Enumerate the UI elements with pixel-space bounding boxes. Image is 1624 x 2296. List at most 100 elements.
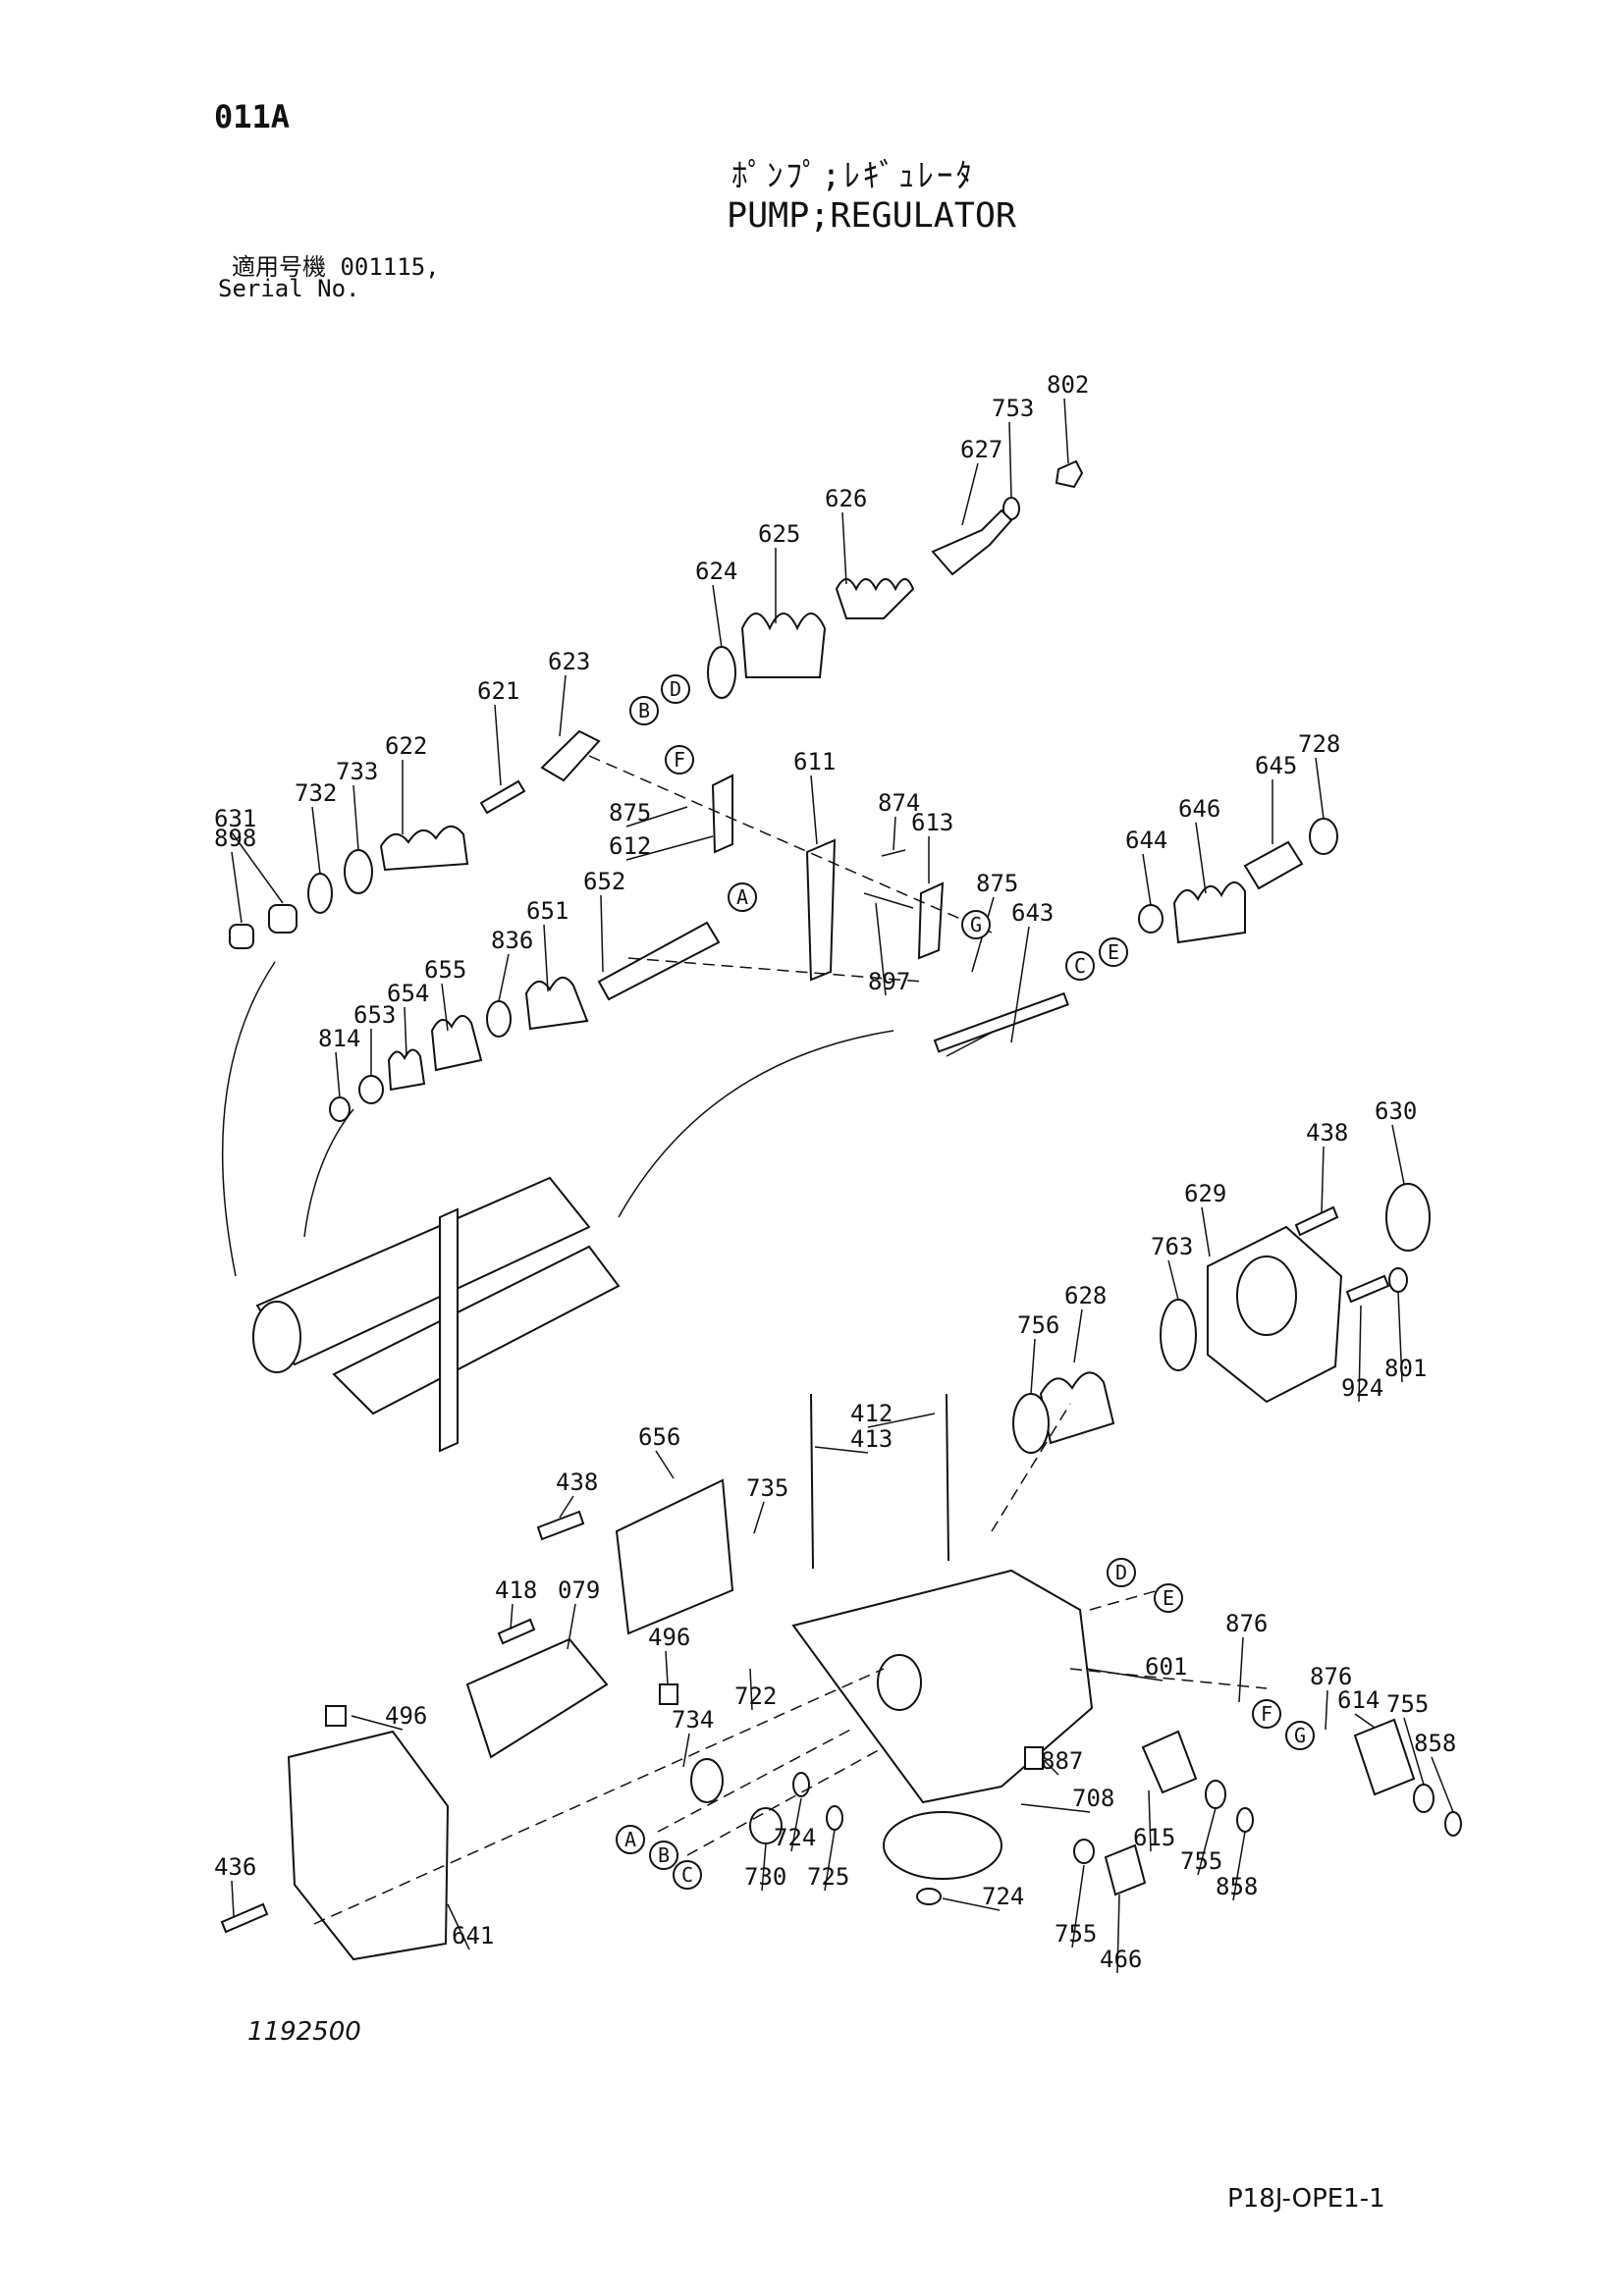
svg-text:G: G: [970, 913, 982, 936]
svg-text:B: B: [638, 699, 650, 722]
leader-line-655: [441, 983, 449, 1032]
nut-802: [1055, 459, 1084, 489]
title-english: PUMP;REGULATOR: [727, 196, 1017, 236]
lever-613: [917, 881, 945, 960]
oring-733: [344, 849, 373, 894]
svg-text:B: B: [658, 1843, 670, 1867]
solenoid-079: [465, 1637, 609, 1759]
leader-line-898: [231, 851, 243, 924]
oring-755-lower: [1073, 1839, 1095, 1864]
body-bore-601: [877, 1654, 922, 1711]
part-label-611: 611: [793, 748, 836, 775]
part-label-656: 656: [638, 1423, 680, 1451]
leader-line-858: [1232, 1831, 1246, 1901]
part-label-708: 708: [1072, 1785, 1114, 1812]
part-label-496: 496: [385, 1702, 427, 1730]
leader-line-641: [447, 1903, 470, 1950]
leader-line-728: [1315, 757, 1325, 820]
part-label-613: 613: [911, 809, 953, 836]
leader-line-615: [1148, 1789, 1152, 1852]
oring-725: [826, 1805, 843, 1831]
leader-line-724: [790, 1797, 802, 1852]
leader-line-626: [841, 511, 847, 585]
oring-708: [883, 1811, 1002, 1880]
part-label-622: 622: [385, 732, 427, 760]
leader-line-734: [682, 1733, 690, 1768]
leader-line-601: [1085, 1668, 1164, 1682]
part-label-724: 724: [982, 1883, 1024, 1910]
oring-755-mid: [1205, 1780, 1226, 1809]
part-label-621: 621: [477, 677, 519, 705]
leader-line-802: [1063, 398, 1069, 464]
part-label-651: 651: [526, 897, 568, 925]
callout-g-1: G: [961, 910, 991, 939]
pin-621: [479, 779, 526, 815]
leader-line-755: [1197, 1807, 1217, 1876]
spring-646: [1172, 881, 1246, 944]
leader-line-611: [810, 774, 818, 845]
plug-898: [229, 924, 254, 949]
part-label-625: 625: [758, 520, 800, 548]
callout-d-1: D: [661, 674, 690, 704]
bolt-418: [497, 1618, 536, 1645]
part-label-615: 615: [1133, 1824, 1175, 1851]
piston-645: [1243, 840, 1304, 890]
leader-line-651: [543, 924, 549, 992]
part-label-466: 466: [1100, 1946, 1142, 1973]
oring-732: [307, 873, 333, 914]
part-label-735: 735: [746, 1474, 788, 1502]
part-label-645: 645: [1255, 752, 1297, 779]
leader-line-627: [961, 462, 979, 526]
leader-line-875: [625, 806, 688, 828]
callout-f-1: F: [665, 745, 694, 774]
leader-line-724: [942, 1897, 1001, 1911]
callout-a-2: A: [616, 1825, 645, 1854]
svg-text:E: E: [1108, 940, 1119, 964]
leader-line-631: [231, 831, 284, 904]
part-label-734: 734: [672, 1706, 714, 1734]
seat-644: [1138, 904, 1164, 934]
part-label-418: 418: [495, 1576, 537, 1604]
oring-728: [1309, 818, 1338, 855]
callout-e-1: E: [1099, 937, 1128, 967]
ring-858-right: [1444, 1811, 1462, 1837]
svg-text:D: D: [670, 677, 681, 701]
svg-text:C: C: [681, 1863, 693, 1887]
leader-line-652: [600, 894, 604, 973]
svg-text:G: G: [1294, 1724, 1306, 1747]
callout-c-2: C: [673, 1860, 702, 1890]
leader-line-755: [1403, 1717, 1425, 1786]
callout-f-2: F: [1252, 1699, 1281, 1729]
part-label-897: 897: [868, 968, 910, 995]
leader-line-924: [1358, 1305, 1362, 1403]
oring-763: [1160, 1299, 1197, 1371]
leader-line-436: [231, 1880, 235, 1917]
piston-623: [540, 729, 601, 782]
rod-643-body: [933, 991, 1069, 1053]
svg-text:D: D: [1115, 1561, 1127, 1584]
flow-arrow-3: [618, 1030, 894, 1218]
leader-line-614: [1354, 1713, 1376, 1729]
bolt-412: [946, 1393, 949, 1562]
leader-line-887: [1042, 1758, 1059, 1776]
part-label-601: 601: [1145, 1653, 1187, 1681]
part-label-654: 654: [387, 980, 429, 1007]
serial-label-japanese: 適用号機 001115,: [232, 253, 440, 281]
oring-836: [486, 1000, 512, 1038]
flow-arrow-1: [221, 961, 276, 1277]
leader-line-643: [1010, 926, 1030, 1043]
leader-line-621: [494, 704, 502, 786]
leader-line-753: [1008, 421, 1012, 498]
leader-line-623: [559, 674, 567, 737]
leader-line-438: [559, 1495, 574, 1519]
bolt-436: [220, 1902, 269, 1934]
oring-734: [690, 1758, 724, 1803]
leader-line-612: [625, 835, 714, 861]
parts-drawing: [220, 459, 1462, 1961]
plug-496-left: [325, 1705, 347, 1727]
oring-755-right: [1413, 1784, 1435, 1813]
assembled-lever: [439, 1207, 459, 1453]
part-label-924: 924: [1341, 1374, 1383, 1402]
leader-line-628: [1073, 1308, 1083, 1363]
